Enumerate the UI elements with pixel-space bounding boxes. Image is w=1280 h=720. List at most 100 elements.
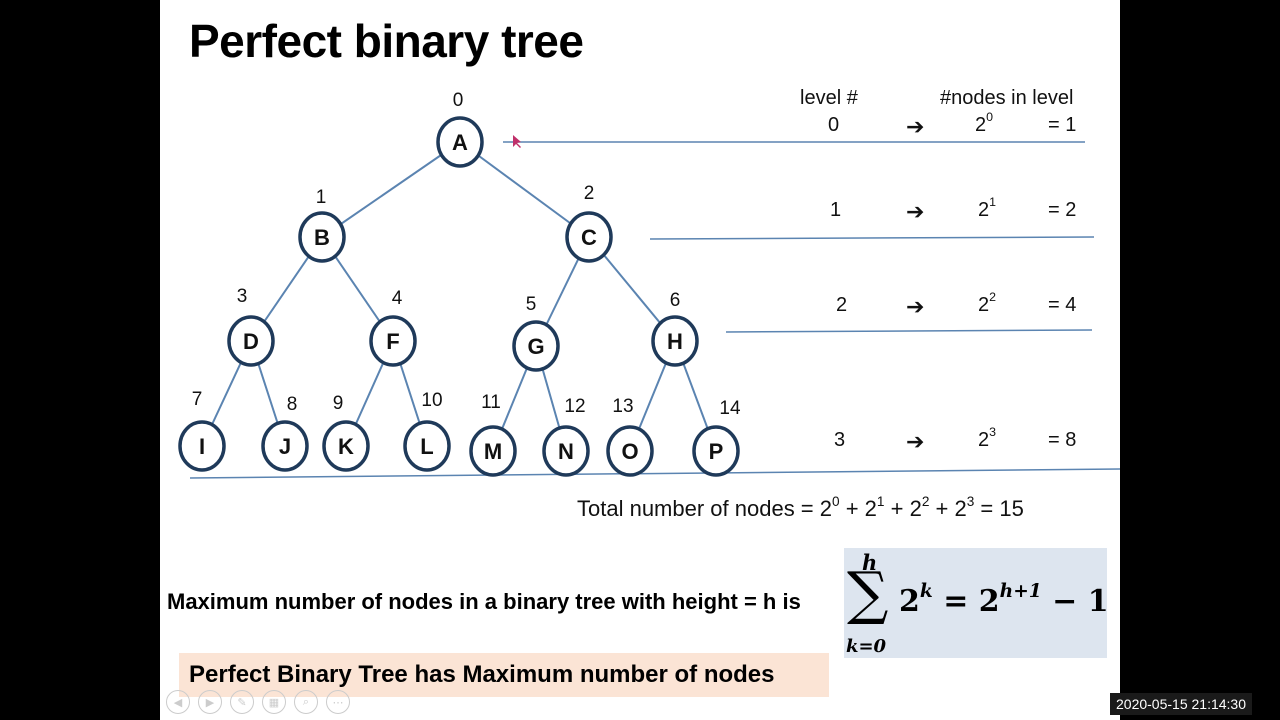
level-3-separator (189, 468, 1120, 479)
slides-icon[interactable]: ▦ (262, 690, 286, 714)
tree-node-l (403, 420, 451, 472)
total-exp0: 0 (832, 493, 840, 509)
video-timestamp: 2020-05-15 21:14:30 (1110, 693, 1252, 715)
power-base: 2 (978, 199, 990, 221)
node-label: B (314, 225, 330, 250)
sigma-lower-limit: k=0 (846, 636, 887, 657)
node-label: M (484, 439, 502, 464)
next-icon[interactable]: ▶ (198, 690, 222, 714)
nodes-header: #nodes in level (940, 87, 1074, 109)
level-header: level # (800, 87, 858, 109)
power-base: 2 (978, 429, 990, 451)
level-number: 0 (828, 114, 840, 136)
power-of-two: 20 (975, 111, 993, 137)
tree-edge (459, 141, 590, 238)
tree-node-n (542, 425, 590, 477)
total-exp3: 3 (966, 493, 975, 509)
formula-base: 2 (899, 584, 920, 619)
node-index: 4 (392, 288, 403, 309)
total-base: 2 (909, 496, 922, 521)
node-index: 5 (526, 294, 537, 315)
banner-text: Perfect Binary Tree has Maximum number o… (189, 661, 775, 688)
level-number: 1 (830, 199, 842, 221)
node-index: 10 (421, 390, 442, 411)
power-exp: 3 (989, 425, 997, 440)
node-count: = 1 (1048, 114, 1077, 136)
node-count: = 2 (1048, 199, 1077, 221)
node-label: D (243, 329, 259, 354)
arrow-icon: ➔ (906, 429, 925, 454)
node-index: 13 (612, 396, 633, 417)
total-base: 2 (819, 496, 833, 521)
power-of-two: 23 (978, 426, 996, 452)
sum-formula: h ∑ k=0 2k = 2h+1 − 1 (844, 548, 1109, 658)
node-label: H (667, 329, 683, 354)
tree-node-j (261, 420, 309, 472)
arrow-icon: ➔ (906, 199, 925, 224)
sigma-symbol: ∑ (847, 559, 889, 627)
node-index: 8 (287, 394, 298, 415)
mouse-cursor-icon (513, 135, 521, 148)
formula-exp-k: k (919, 581, 933, 603)
total-base: 2 (954, 496, 967, 521)
node-index: 2 (584, 183, 595, 204)
power-exp: 1 (989, 195, 997, 210)
sigma-expression: 2k = 2h+1 − 1 (899, 581, 1109, 619)
tree-node-d (227, 315, 275, 367)
slide-title: Perfect binary tree (189, 15, 584, 67)
total-nodes-line: Total number of nodes = 20 + 21 + 22 + 2… (577, 493, 1024, 522)
total-label: Total number of nodes = (577, 496, 820, 521)
sigma-upper-limit: h (862, 550, 878, 575)
tree-node-p (692, 425, 740, 477)
plus: + (884, 496, 910, 521)
total-exp1: 1 (876, 493, 885, 509)
tree-node-b (298, 211, 346, 263)
tree-node-o (606, 425, 654, 477)
node-label: L (420, 434, 433, 459)
node-label: N (558, 439, 574, 464)
max-nodes-text: Maximum number of nodes in a binary tree… (167, 589, 801, 614)
more-icon[interactable]: ⋯ (326, 690, 350, 714)
tree-node-k (322, 420, 370, 472)
level-1-separator (649, 236, 1095, 240)
level-2-separator (725, 329, 1093, 333)
formula-equals-two: = 2 (932, 584, 1000, 619)
power-base: 2 (975, 114, 987, 136)
node-index: 11 (481, 392, 501, 413)
level-number: 2 (836, 294, 848, 316)
power-of-two: 21 (978, 196, 996, 222)
level-number: 3 (834, 429, 846, 451)
tree-node-g (512, 320, 560, 372)
tree-node-f (369, 315, 417, 367)
power-of-two: 22 (978, 291, 996, 317)
tree-node-c (565, 211, 613, 263)
node-label: F (386, 329, 399, 354)
node-index: 14 (719, 398, 741, 419)
node-index: 9 (333, 393, 344, 414)
tree-node-h (651, 315, 699, 367)
node-index: 1 (316, 187, 327, 208)
node-label: P (709, 439, 724, 464)
node-label: G (527, 334, 544, 359)
node-count: = 4 (1048, 294, 1077, 316)
node-label: C (581, 225, 597, 250)
node-count: = 8 (1048, 429, 1077, 451)
total-base: 2 (864, 496, 877, 521)
zoom-icon[interactable]: ⌕ (294, 690, 318, 714)
pen-icon[interactable]: ✎ (230, 690, 254, 714)
power-base: 2 (978, 294, 990, 316)
arrow-icon: ➔ (906, 114, 925, 139)
node-label: A (452, 130, 468, 155)
formula-exp-h1: h+1 (999, 581, 1042, 603)
node-index: 3 (237, 286, 248, 307)
node-index: 12 (564, 396, 585, 417)
plus: + (839, 496, 865, 521)
total-result: = 15 (974, 496, 1024, 521)
power-exp: 2 (989, 290, 997, 305)
conclusion-banner: Perfect Binary Tree has Maximum number o… (179, 653, 829, 697)
node-label: O (621, 439, 638, 464)
total-exp2: 2 (921, 493, 930, 509)
prev-icon[interactable]: ◀ (166, 690, 190, 714)
node-label: J (279, 434, 291, 459)
